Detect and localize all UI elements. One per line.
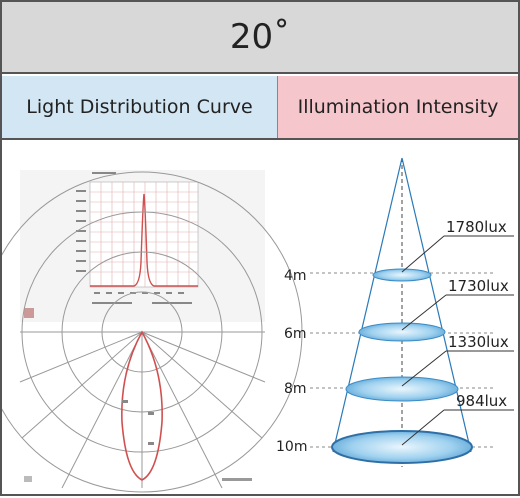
column-headers: Light Distribution Curve Illumination In… (2, 76, 518, 140)
beam-angle-title: 20˚ (229, 17, 291, 57)
polar-distribution-diagram (0, 171, 303, 493)
polar-marker-icon (24, 476, 32, 482)
lux-label-4m: 1780lux (446, 218, 507, 236)
polar-beam-curve (121, 330, 163, 481)
distance-label-4m: 4m (284, 268, 307, 284)
cone-left-edge (332, 157, 403, 453)
distance-label-8m: 8m (284, 381, 307, 397)
intensity-curve-chart (20, 170, 265, 322)
polar-grid (0, 171, 303, 493)
lux-label-8m: 1330lux (448, 333, 509, 351)
distance-label-6m: 6m (284, 326, 307, 342)
illumination-cone-diagram: 4m 6m 8m 10m 1780lux 1730lux 1330lux 984… (276, 157, 514, 467)
illumination-disc-10m (331, 430, 473, 464)
illumination-disc-8m (345, 376, 459, 402)
lux-label-6m: 1730lux (448, 277, 509, 295)
header-illumination-intensity: Illumination Intensity (278, 76, 518, 138)
illumination-disc-6m (358, 322, 446, 342)
intensity-peak-curve (90, 193, 198, 287)
content-area: 4m 6m 8m 10m 1780lux 1730lux 1330lux 984… (0, 142, 518, 494)
illumination-disc-4m (372, 268, 432, 282)
title-bar: 20˚ (2, 2, 518, 74)
content-graphics: 4m 6m 8m 10m 1780lux 1730lux 1330lux 984… (0, 157, 514, 493)
distance-label-10m: 10m (276, 439, 307, 455)
header-light-distribution: Light Distribution Curve (2, 76, 278, 138)
cone-right-edge (401, 157, 472, 453)
lux-leader-lines (401, 235, 514, 446)
lux-label-10m: 984lux (456, 392, 507, 410)
chart-marker-icon (24, 308, 34, 318)
